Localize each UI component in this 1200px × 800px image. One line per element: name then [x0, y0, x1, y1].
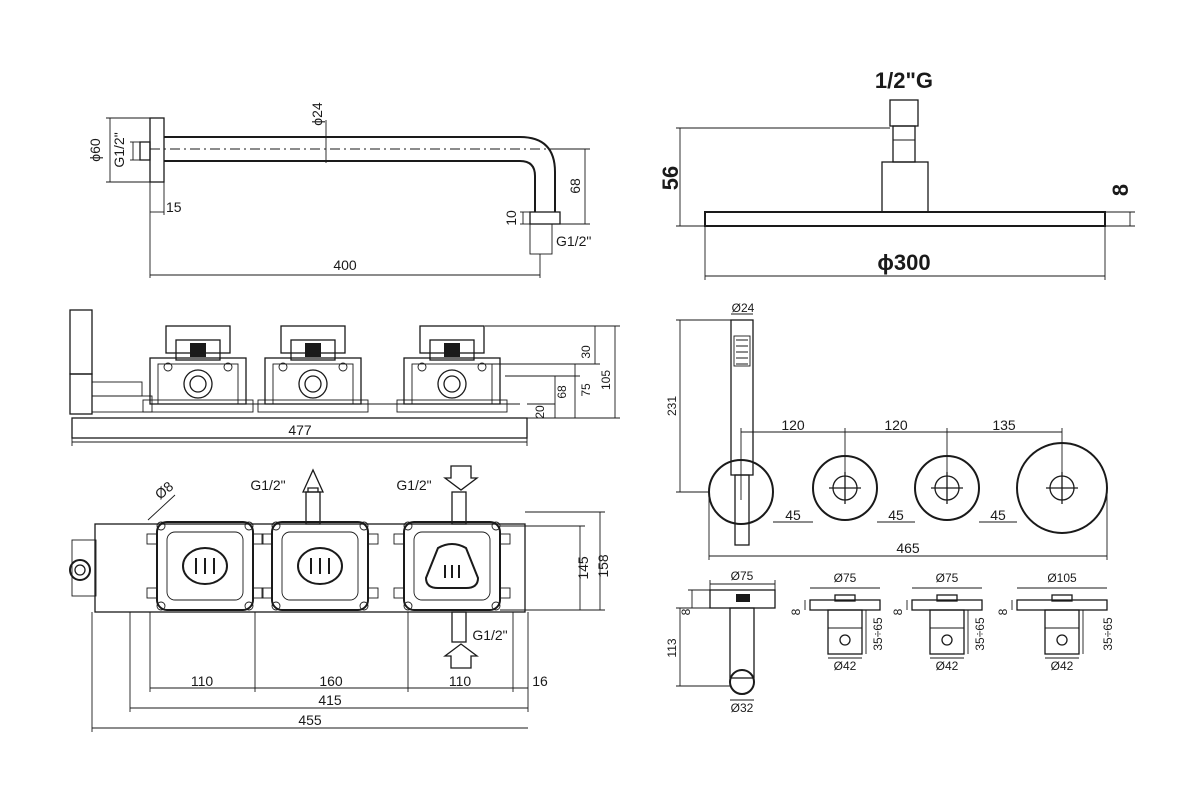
- front-thread-top-left-label: G1/2": [250, 477, 285, 493]
- valve2-body-42-label: Ø42: [936, 659, 959, 673]
- panel-231-label: 231: [665, 396, 679, 416]
- spout-113-label: 113: [665, 638, 679, 657]
- side-105-label: 105: [599, 370, 613, 390]
- spout-plate-8-label: 8: [679, 608, 693, 615]
- valve3-plate-8-label: 8: [996, 608, 1010, 615]
- detail-sections-drawing: Ø75 8 113 Ø32 Ø75 8 35÷65 Ø42 Ø75 8 35÷6…: [665, 569, 1115, 715]
- panel-spacing-120a-label: 120: [781, 417, 805, 433]
- front-158-label: 158: [595, 554, 611, 578]
- spout-plate-75-label: Ø75: [731, 569, 754, 583]
- arm-diameter-24-label: ϕ24: [309, 102, 325, 126]
- arm-wall-plate-15-label: 15: [166, 199, 182, 215]
- front-spacing-110-right-label: 110: [449, 673, 472, 689]
- panel-gap-45b-label: 45: [888, 507, 904, 523]
- panel-elevation-drawing: Ø24 231 120 120 135 45 45 45 465: [665, 301, 1108, 560]
- valve3-depth-range-label: 35÷65: [1101, 617, 1115, 651]
- arm-diameter-60-label: ϕ60: [87, 138, 103, 162]
- valve2-depth-range-label: 35÷65: [973, 617, 987, 651]
- arm-thread-label: G1/2": [111, 132, 127, 167]
- head-thickness-8-label: 8: [1108, 184, 1133, 196]
- valve1-depth-range-label: 35÷65: [871, 617, 885, 651]
- valve2-plate-8-label: 8: [891, 608, 905, 615]
- arm-outlet-thread-label: G1/2": [556, 233, 591, 249]
- arm-length-400-label: 400: [333, 257, 357, 273]
- body-front-view-drawing: Ø8 G1/2" G1/2" G1/2" 145 158 110 160 110…: [69, 465, 611, 732]
- valve1-plate-8-label: 8: [789, 608, 803, 615]
- panel-spacing-120b-label: 120: [884, 417, 908, 433]
- front-thread-bottom-label: G1/2": [472, 627, 507, 643]
- valve2-plate-75-label: Ø75: [936, 571, 959, 585]
- valve1-plate-75-label: Ø75: [834, 571, 857, 585]
- head-height-56-label: 56: [658, 166, 683, 190]
- head-diameter-300-label: ϕ300: [877, 250, 930, 275]
- front-145-label: 145: [575, 556, 591, 580]
- arm-drop-68-label: 68: [567, 178, 583, 194]
- valve3-plate-105-label: Ø105: [1047, 571, 1077, 585]
- side-length-477-label: 477: [288, 422, 312, 438]
- front-spacing-160-label: 160: [319, 673, 343, 689]
- spout-diameter-32-label: Ø32: [731, 701, 754, 715]
- front-length-415-label: 415: [318, 692, 342, 708]
- shower-arm-drawing: ϕ60 G1/2" ϕ24 15 10 68 G1/2" 400: [87, 102, 591, 278]
- front-thread-top-right-label: G1/2": [396, 477, 431, 493]
- panel-spacing-135-label: 135: [992, 417, 1016, 433]
- side-75-label: 75: [579, 383, 593, 397]
- head-thread-label: 1/2"G: [875, 68, 933, 93]
- valve1-body-42-label: Ø42: [834, 659, 857, 673]
- front-spacing-110-left-label: 110: [191, 673, 214, 689]
- panel-gap-45a-label: 45: [785, 507, 801, 523]
- panel-gap-45c-label: 45: [990, 507, 1006, 523]
- side-20-label: 20: [533, 405, 547, 419]
- panel-total-465-label: 465: [896, 540, 920, 556]
- body-side-view-drawing: 30 68 75 105 20 477: [69, 309, 620, 446]
- arm-10-label: 10: [503, 210, 519, 226]
- front-16-label: 16: [532, 673, 548, 689]
- front-hole-diameter-8-label: Ø8: [152, 478, 177, 502]
- valve3-body-42-label: Ø42: [1051, 659, 1074, 673]
- side-68-label: 68: [555, 385, 569, 399]
- panel-handshower-24-label: Ø24: [732, 301, 755, 315]
- side-30-label: 30: [579, 345, 593, 359]
- shower-head-drawing: 1/2"G 56 8 ϕ300: [658, 68, 1135, 280]
- front-length-455-label: 455: [298, 712, 322, 728]
